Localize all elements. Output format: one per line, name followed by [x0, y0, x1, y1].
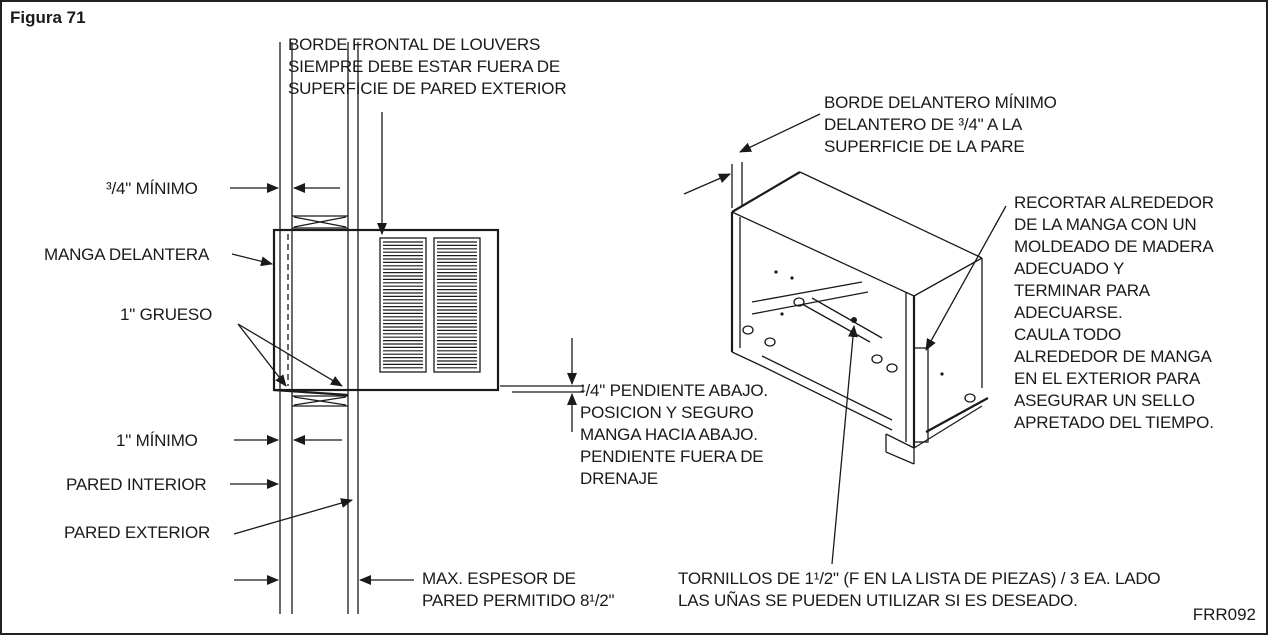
sleeve-isometric-view: [730, 171, 989, 465]
borde-delantero-label: BORDE DELANTERO MÍNIMO DELANTERO DE ³/4"…: [824, 93, 1057, 156]
dimension-arrows-left: [230, 112, 584, 585]
pared-exterior-label: PARED EXTERIOR: [64, 523, 211, 542]
louvers-edge-label: BORDE FRONTAL DE LOUVERS SIEMPRE DEBE ES…: [288, 35, 567, 98]
figure-title: Figura 71: [10, 8, 86, 27]
louver-slats: [383, 241, 477, 369]
figure-code: FRR092: [1192, 605, 1256, 624]
min-1-label: 1" MÍNIMO: [116, 431, 198, 450]
recortar-label: RECORTAR ALREDEDOR DE LA MANGA CON UN MO…: [1014, 193, 1214, 432]
tornillos-label: TORNILLOS DE 1¹/2" (F EN LA LISTA DE PIE…: [678, 569, 1161, 610]
grueso-1-label: 1" GRUESO: [120, 305, 213, 324]
dimension-arrows-right: [683, 113, 1007, 565]
sleeve-side-view: [272, 228, 500, 397]
min-3-4-label: ³/4" MÍNIMO: [106, 179, 198, 198]
wall-section: [279, 42, 359, 614]
max-espesor-label: MAX. ESPESOR DE PARED PERMITIDO 8¹/2": [422, 569, 615, 610]
manga-delantera-label: MANGA DELANTERA: [44, 245, 210, 264]
pared-interior-label: PARED INTERIOR: [66, 475, 207, 494]
pendiente-label: ¹/4" PENDIENTE ABAJO. POSICION Y SEGURO …: [580, 381, 768, 488]
